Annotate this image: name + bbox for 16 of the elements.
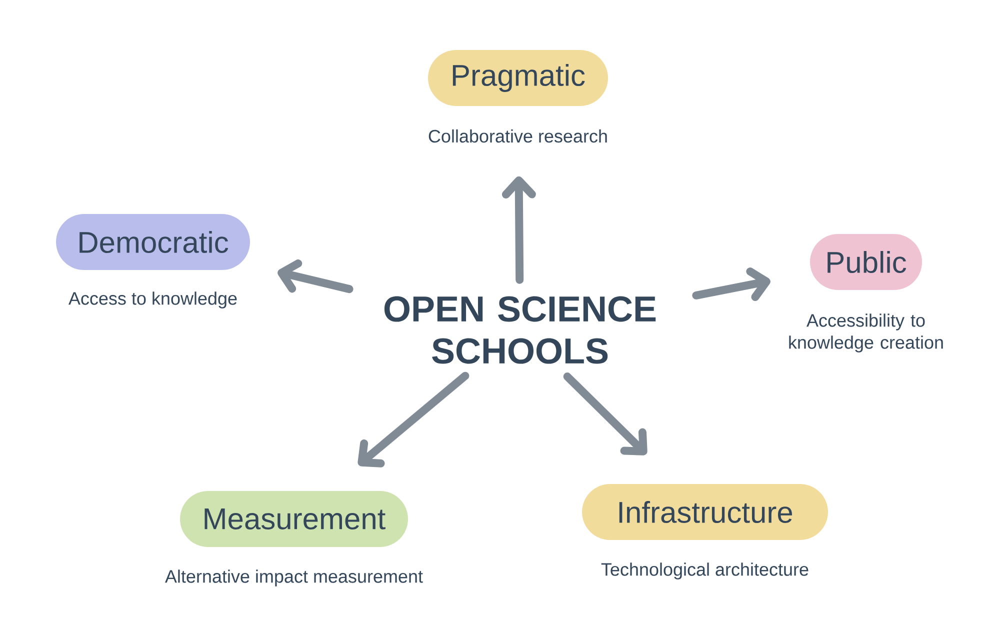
category-pill: Democratic — [56, 214, 250, 270]
caption-text: Accessibility to knowledge creation — [789, 314, 943, 352]
category-pill: Public — [810, 234, 922, 290]
arrow — [692, 268, 770, 302]
arrow — [502, 176, 536, 284]
caption-text: Access to knowledge — [68, 292, 237, 308]
category-pill: Infrastructure — [582, 484, 828, 540]
title-text: OPEN SCIENCE SCHOOLS — [384, 296, 656, 364]
caption-text: Collaborative research — [428, 129, 607, 143]
arrow — [278, 259, 354, 294]
arrow — [563, 372, 648, 456]
arrow — [358, 372, 470, 468]
caption-text: Technological architecture — [601, 562, 808, 580]
category-pill: Measurement — [180, 491, 408, 547]
category-pill: Pragmatic — [428, 50, 608, 106]
caption-text: Alternative impact measurement — [164, 570, 423, 586]
